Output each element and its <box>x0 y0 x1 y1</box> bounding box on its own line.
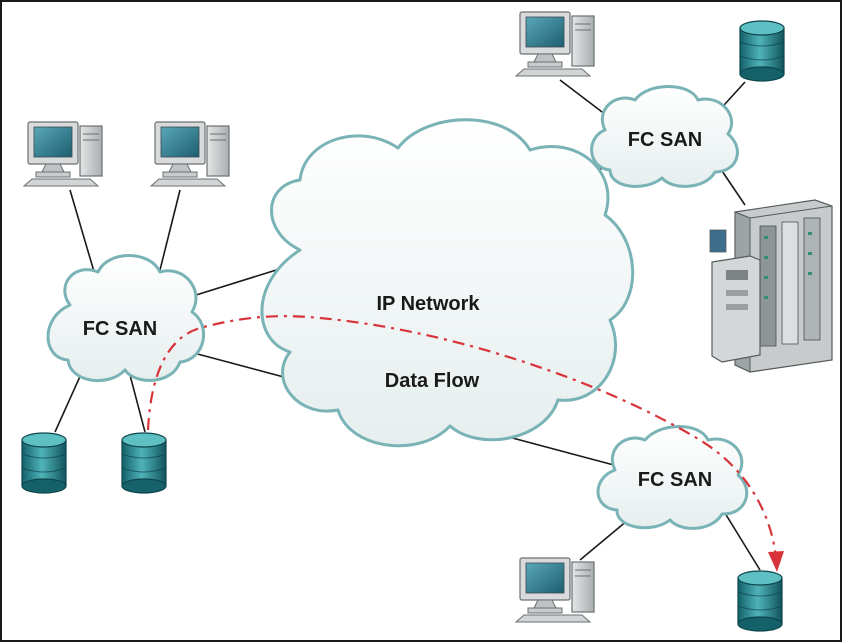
fc-san-label-top-right: FC SAN <box>628 129 702 151</box>
fc-san-cloud-left: FC SAN <box>46 254 206 383</box>
computer-icon <box>515 557 595 623</box>
ip-network-cloud: IP Network Data Flow <box>260 118 635 448</box>
fc-san-cloud-bottom-right: FC SAN <box>596 425 749 530</box>
storage-drum-icon <box>121 432 167 494</box>
data-flow-path <box>146 315 784 572</box>
data-flow-arrowhead-icon <box>768 551 784 572</box>
storage-drum-icon <box>739 20 785 82</box>
connector-left-drum-1 <box>54 371 83 433</box>
connector-bottomright-drum <box>719 504 761 571</box>
storage-drum-icon <box>21 432 67 494</box>
data-flow-label: Data Flow <box>385 370 480 392</box>
storage-drum-icon <box>737 570 783 632</box>
computer-icon <box>515 11 595 77</box>
computer-icon <box>150 121 230 187</box>
fc-san-label-bottom-right: FC SAN <box>638 469 712 491</box>
fc-san-label-left: FC SAN <box>83 318 157 340</box>
ip-network-label: IP Network <box>377 293 481 315</box>
fc-san-cloud-top-right: FC SAN <box>590 85 739 188</box>
computer-icon <box>23 121 103 187</box>
server-rack-icon <box>709 199 833 373</box>
connector-topright-computer <box>559 79 611 119</box>
connector-left-drum-2 <box>129 374 146 433</box>
